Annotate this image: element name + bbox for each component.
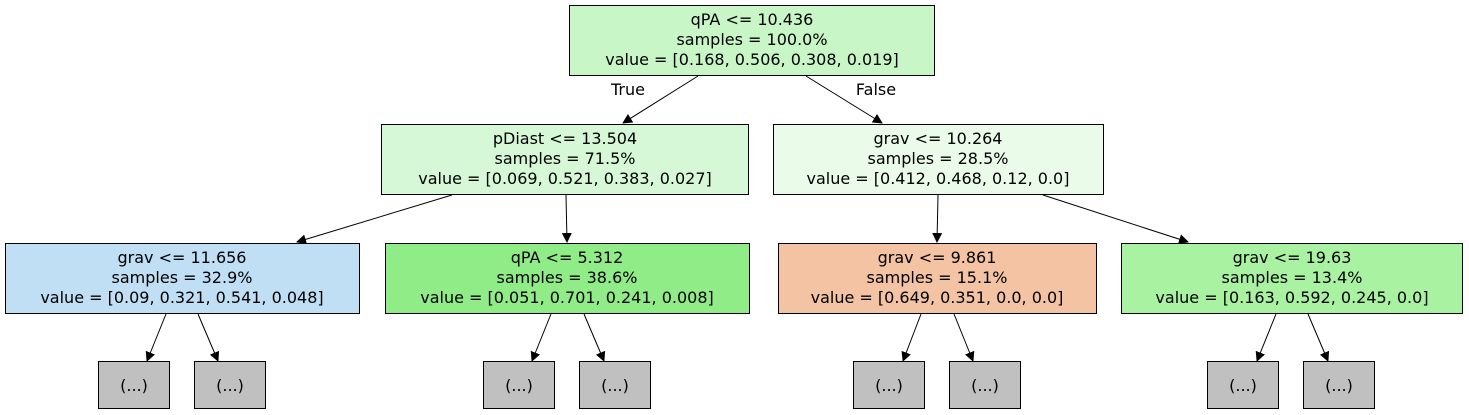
leaf-box: [98, 361, 170, 409]
tree-node-n3: grav <= 11.656 samples = 32.9% value = […: [5, 243, 360, 314]
node-value-text: value = [0.163, 0.592, 0.245, 0.0]: [1155, 288, 1428, 307]
edge-n3-l2: [197, 313, 220, 362]
node-value-text: value = [0.412, 0.468, 0.12, 0.0]: [807, 169, 1070, 188]
edge-n1-n3: [296, 194, 453, 245]
leaf-ellipsis-label: (...): [601, 376, 629, 395]
edge-label-false: False: [856, 80, 896, 99]
node-samples-text: samples = 71.5%: [495, 149, 636, 168]
leaf-box: [194, 361, 266, 409]
truncated-leaf-l2: (...): [194, 361, 266, 409]
truncated-leaf-l6: (...): [949, 361, 1021, 409]
truncated-leaf-l4: (...): [579, 361, 651, 409]
leaf-box: [1207, 361, 1279, 409]
truncated-leaf-l3: (...): [483, 361, 555, 409]
node-samples-text: samples = 38.6%: [497, 268, 638, 287]
tree-node-n5: grav <= 9.861 samples = 15.1% value = [0…: [778, 243, 1097, 314]
truncated-leaf-l8: (...): [1303, 361, 1375, 409]
node-value-text: value = [0.168, 0.506, 0.308, 0.019]: [605, 50, 899, 69]
edge-n6-l7: [1255, 313, 1277, 362]
edge-n4-l4: [583, 313, 606, 362]
edge-root-n1: [622, 75, 699, 124]
edge-n2-n5: [932, 194, 943, 243]
node-samples-text: samples = 32.9%: [112, 268, 253, 287]
node-box-n4: [385, 243, 750, 314]
node-value-text: value = [0.09, 0.321, 0.541, 0.048]: [40, 288, 323, 307]
node-box-n2: [773, 124, 1104, 195]
node-samples-text: samples = 15.1%: [867, 268, 1008, 287]
leaf-ellipsis-label: (...): [1325, 376, 1353, 395]
node-box-n3: [5, 243, 360, 314]
edge-n5-l5: [901, 313, 922, 362]
node-split-text: grav <= 19.63: [1233, 248, 1352, 267]
edge-n4-l3: [530, 313, 552, 362]
leaf-box: [1303, 361, 1375, 409]
node-box-n5: [778, 243, 1097, 314]
node-split-text: grav <= 10.264: [874, 129, 1003, 148]
truncated-leaf-l7: (...): [1207, 361, 1279, 409]
edges: [145, 75, 1330, 362]
node-split-text: qPA <= 5.312: [511, 248, 624, 267]
truncated-leaf-l5: (...): [853, 361, 925, 409]
tree-node-n6: grav <= 19.63 samples = 13.4% value = [0…: [1121, 243, 1463, 314]
leaf-box: [949, 361, 1021, 409]
node-value-text: value = [0.649, 0.351, 0.0, 0.0]: [811, 288, 1064, 307]
edge-n2-n6: [1042, 194, 1189, 244]
leaf-ellipsis-label: (...): [1229, 376, 1257, 395]
leaf-ellipsis-label: (...): [216, 376, 244, 395]
edge-n5-l6: [953, 313, 975, 362]
node-value-text: value = [0.051, 0.701, 0.241, 0.008]: [420, 288, 714, 307]
edge-n1-n4: [561, 194, 572, 243]
node-samples-text: samples = 13.4%: [1222, 268, 1363, 287]
tree-node-n1: pDiast <= 13.504 samples = 71.5% value =…: [381, 124, 749, 195]
tree-node-root: qPA <= 10.436 samples = 100.0% value = […: [569, 5, 935, 76]
node-box-n6: [1121, 243, 1463, 314]
leaf-ellipsis-label: (...): [505, 376, 533, 395]
truncated-leaf-l1: (...): [98, 361, 170, 409]
leaf-box: [853, 361, 925, 409]
leaf-ellipsis-label: (...): [120, 376, 148, 395]
node-split-text: qPA <= 10.436: [691, 10, 814, 29]
node-split-text: grav <= 11.656: [118, 248, 247, 267]
tree-node-n4: qPA <= 5.312 samples = 38.6% value = [0.…: [385, 243, 750, 314]
node-split-text: grav <= 9.861: [878, 248, 997, 267]
node-box-n1: [381, 124, 749, 195]
edge-label-true: True: [610, 80, 645, 99]
edge-n3-l1: [145, 313, 167, 362]
tree-node-n2: grav <= 10.264 samples = 28.5% value = […: [773, 124, 1104, 195]
node-split-text: pDiast <= 13.504: [493, 129, 637, 148]
leaf-box: [483, 361, 555, 409]
leaf-ellipsis-label: (...): [971, 376, 999, 395]
leaf-box: [579, 361, 651, 409]
node-box-root: [569, 5, 935, 76]
node-samples-text: samples = 28.5%: [868, 149, 1009, 168]
node-samples-text: samples = 100.0%: [676, 30, 827, 49]
node-value-text: value = [0.069, 0.521, 0.383, 0.027]: [418, 169, 712, 188]
edge-root-n2: [805, 75, 883, 124]
edge-n6-l8: [1307, 313, 1330, 362]
leaf-ellipsis-label: (...): [875, 376, 903, 395]
